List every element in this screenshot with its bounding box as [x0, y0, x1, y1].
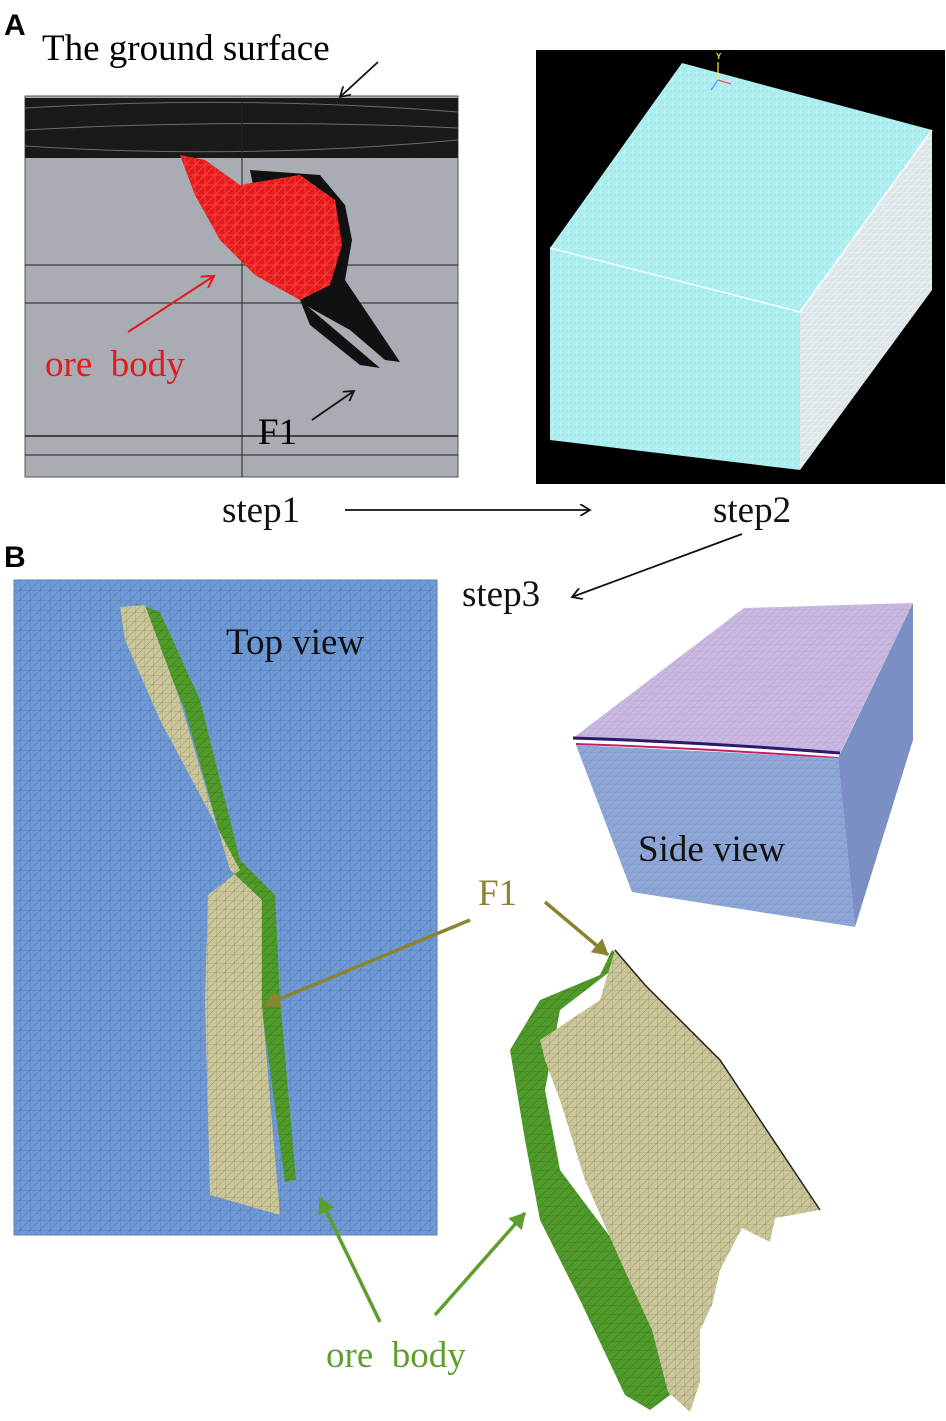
fault-orebody-model-image — [510, 950, 820, 1412]
fault-arrow-model — [545, 902, 608, 955]
step3-label: step3 — [462, 574, 540, 615]
side-view-label: Side view — [638, 829, 785, 870]
ore-body-arrow-model — [435, 1213, 525, 1315]
side-view-image — [573, 603, 913, 927]
ground-surface-label: The ground surface — [42, 28, 330, 69]
ore-body-label-b: ore body — [326, 1335, 466, 1376]
axis-y-label: Y — [716, 52, 722, 61]
top-view-image — [14, 580, 437, 1235]
step2-label: step2 — [713, 490, 791, 531]
top-view-label: Top view — [226, 622, 364, 663]
fault-label-b: F1 — [478, 873, 517, 914]
ground-model-image — [25, 96, 458, 477]
step2-to-step3-arrow — [572, 534, 742, 597]
panel-a-letter: A — [4, 9, 26, 42]
fault-label-a: F1 — [258, 412, 297, 453]
ground-surface-arrow — [340, 62, 378, 97]
ore-body-label-a: ore body — [45, 344, 185, 385]
meshed-block-image: Y — [536, 50, 945, 484]
step1-label: step1 — [222, 490, 300, 531]
panel-b-letter: B — [4, 541, 26, 574]
